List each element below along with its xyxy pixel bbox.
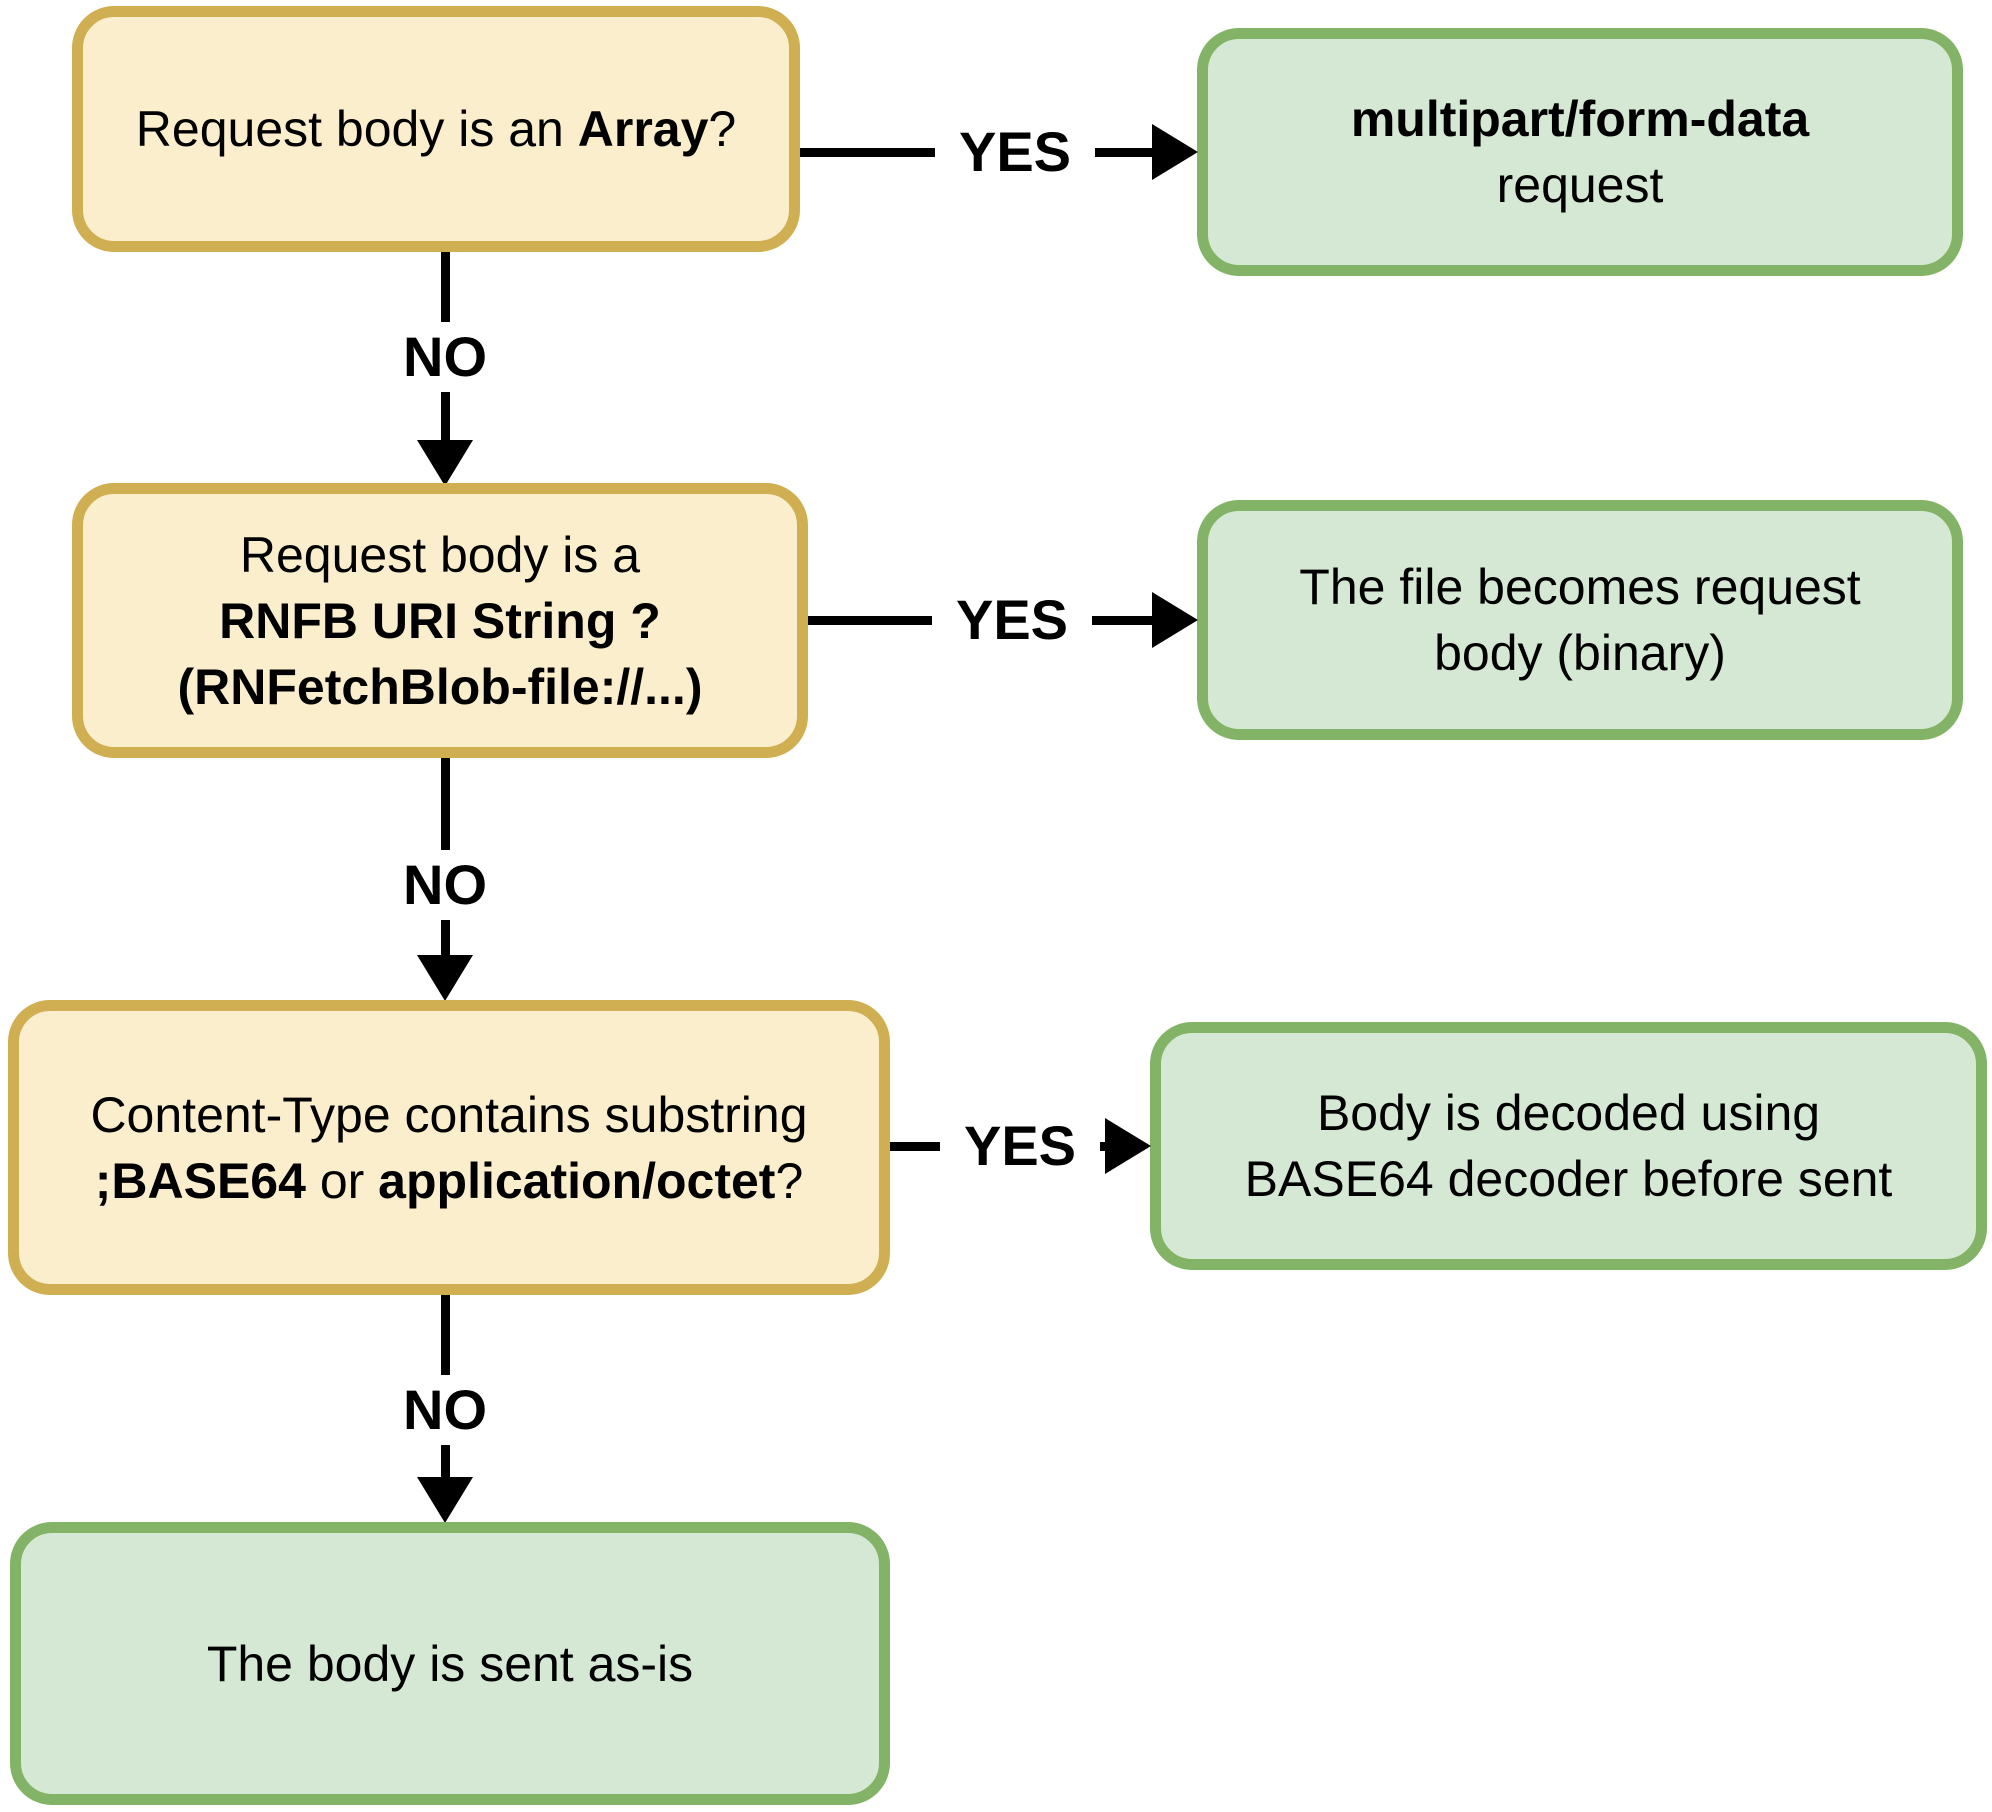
text-segment: body (binary)	[1434, 625, 1726, 681]
decision-request-body-is-rnfb-uri: Request body is a RNFB URI String ? (RNF…	[72, 483, 808, 758]
decision-content-type-contains-base64: Content-Type contains substring ;BASE64 …	[8, 1000, 890, 1295]
text-segment: Content-Type contains substring	[90, 1086, 808, 1143]
text-segment-bold: Array	[577, 101, 709, 157]
no-edge-1-arrowhead-icon	[417, 440, 473, 486]
node-text-line: multipart/form-data	[1351, 86, 1809, 152]
text-segment-bold: multipart/form-data	[1350, 91, 1810, 147]
yes-edge-2-label: YES	[932, 585, 1092, 655]
result-body-decoded-base64: Body is decoded using BASE64 decoder bef…	[1150, 1022, 1987, 1270]
node-text-line: The body is sent as-is	[207, 1631, 693, 1697]
text-segment-bold: RNFB URI String ?	[219, 592, 661, 649]
text-segment: The body is sent as-is	[206, 1635, 694, 1692]
text-segment: request	[1496, 157, 1664, 213]
no-edge-3-arrowhead-icon	[417, 1477, 473, 1523]
text-segment: ?	[708, 101, 737, 157]
result-file-becomes-request-body: The file becomes request body (binary)	[1197, 500, 1963, 740]
node-text-line: request	[1497, 152, 1664, 218]
text-segment-bold: (RNFetchBlob-file://...)	[177, 658, 703, 715]
text-segment: Request body is a	[239, 526, 641, 583]
decision-request-body-is-array: Request body is an Array?	[72, 6, 800, 252]
yes-edge-1-arrowhead-icon	[1152, 124, 1198, 180]
node-text-line: Body is decoded using	[1317, 1080, 1820, 1146]
node-text-line: RNFB URI String ?	[219, 588, 661, 654]
result-body-sent-as-is: The body is sent as-is	[10, 1522, 890, 1805]
yes-edge-3-label: YES	[940, 1111, 1100, 1181]
node-text-line: (RNFetchBlob-file://...)	[178, 654, 703, 720]
text-segment: Request body is an	[135, 101, 578, 157]
no-edge-2-label: NO	[365, 850, 525, 920]
node-text-line: Request body is an Array?	[136, 96, 736, 162]
yes-edge-1-label: YES	[935, 117, 1095, 187]
no-edge-2-arrowhead-icon	[417, 955, 473, 1001]
text-segment: or	[305, 1152, 379, 1209]
text-segment: BASE64 decoder before sent	[1244, 1151, 1893, 1207]
no-edge-1-label: NO	[365, 322, 525, 392]
yes-edge-3-arrowhead-icon	[1105, 1118, 1151, 1174]
yes-edge-2-arrowhead-icon	[1152, 592, 1198, 648]
text-segment: Body is decoded using	[1316, 1085, 1821, 1141]
text-segment-bold: application/octet	[378, 1152, 776, 1209]
text-segment-bold: ;BASE64	[94, 1152, 306, 1209]
node-text-line: BASE64 decoder before sent	[1245, 1146, 1893, 1212]
result-multipart-form-data-request: multipart/form-data request	[1197, 28, 1963, 276]
node-text-line: Request body is a	[240, 522, 640, 588]
node-text-line: The file becomes request	[1299, 554, 1860, 620]
node-text-line: Content-Type contains substring	[90, 1082, 807, 1148]
text-segment: ?	[775, 1152, 804, 1209]
no-edge-3-label: NO	[365, 1375, 525, 1445]
node-text-line: ;BASE64 or application/octet?	[95, 1148, 804, 1214]
text-segment: The file becomes request	[1299, 559, 1861, 615]
node-text-line: body (binary)	[1434, 620, 1726, 686]
